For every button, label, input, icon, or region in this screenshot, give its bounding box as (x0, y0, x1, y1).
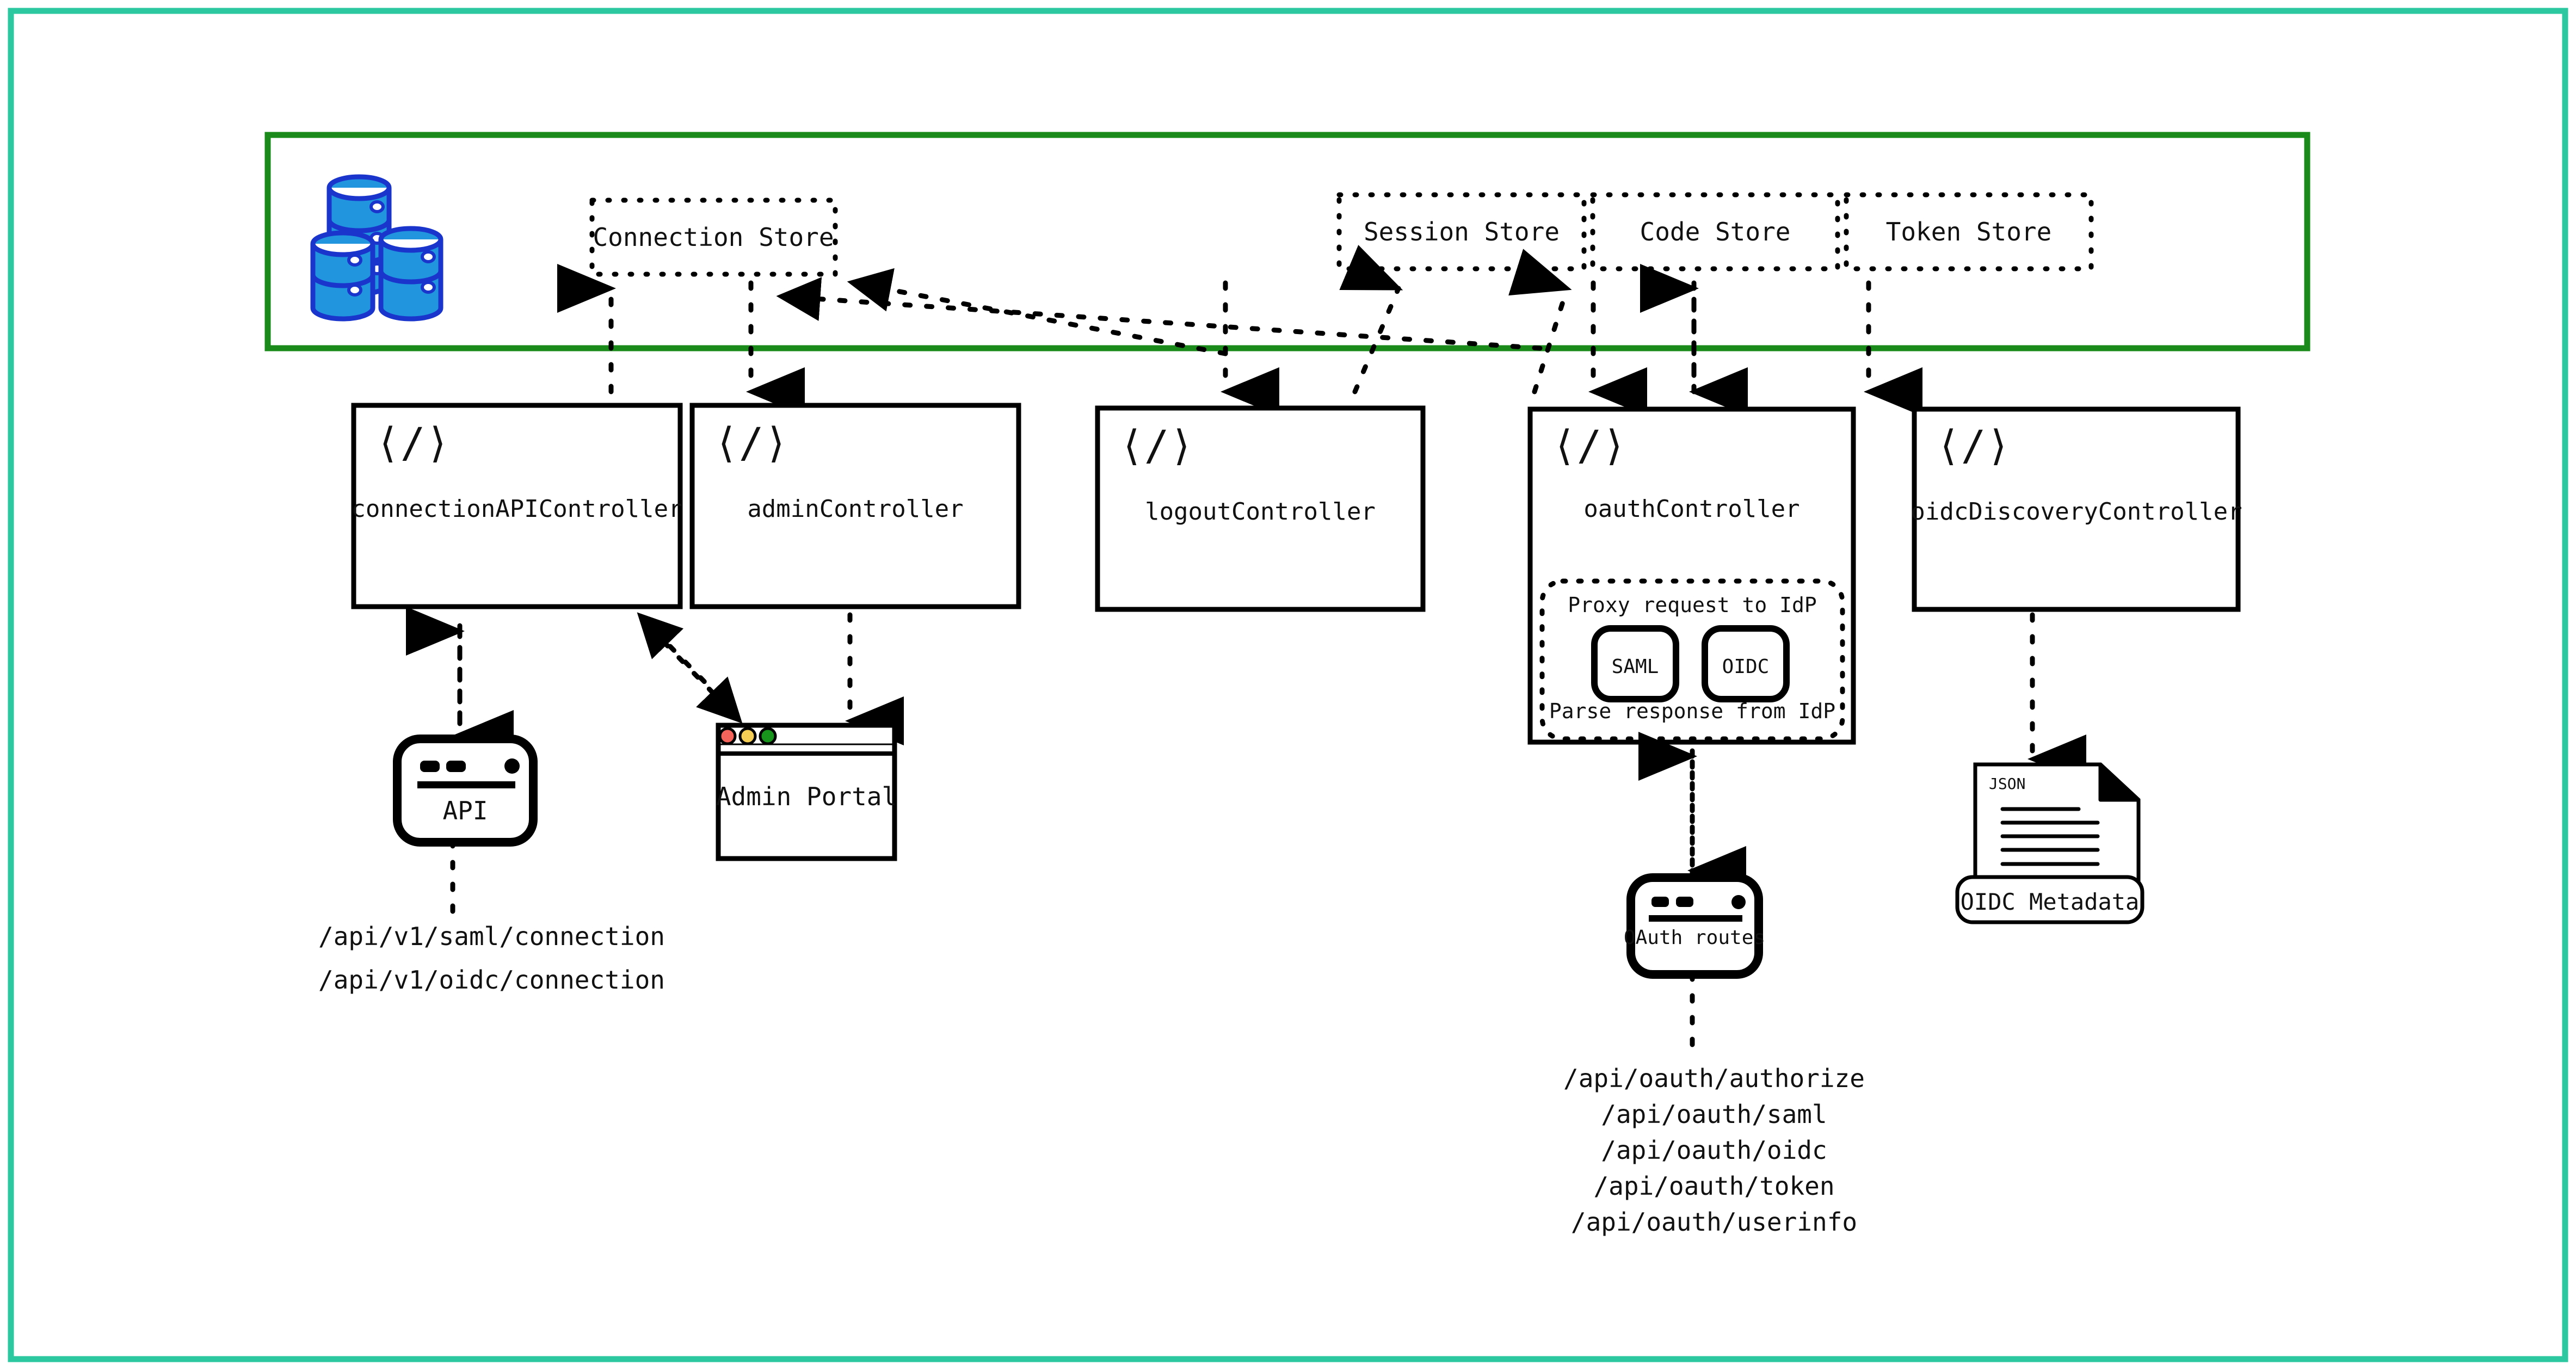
oidc-metadata-label: OIDC Metadata (1961, 888, 2140, 915)
proxy-request-label: Proxy request to IdP (1568, 593, 1817, 617)
code-brackets-icon: ⟨/⟩ (714, 418, 788, 467)
connection-endpoint-list: /api/v1/saml/connection /api/v1/oidc/con… (318, 922, 665, 995)
endpoint-oauth-token: /api/oauth/token (1593, 1171, 1834, 1201)
oauth-controller[interactable]: ⟨/⟩ oauthController Proxy request to IdP… (1527, 406, 1856, 745)
code-brackets-icon: ⟨/⟩ (1552, 421, 1626, 470)
oauth-endpoint-list: /api/oauth/authorize /api/oauth/saml /ap… (1563, 1064, 1865, 1237)
logout-controller[interactable]: ⟨/⟩ logoutController (1095, 405, 1426, 612)
arrow-admin-to-portal (661, 639, 743, 724)
arrow-logout-to-connection-store (847, 268, 1228, 356)
arrow-oauth-to-connection-store (776, 277, 1543, 351)
parse-response-label: Parse response from IdP (1549, 699, 1835, 723)
code-brackets-icon: ⟨/⟩ (375, 418, 450, 467)
oidc-label: OIDC (1722, 656, 1770, 678)
connection-store-label: Connection Store (593, 223, 834, 252)
code-brackets-icon: ⟨/⟩ (1119, 421, 1194, 470)
arrow-oauth-to-session-store (1508, 249, 1572, 394)
admin-portal-node[interactable]: Admin Portal (716, 723, 897, 861)
saml-box[interactable]: SAML (1591, 625, 1679, 702)
endpoint-oidc-connection: /api/v1/oidc/connection (318, 965, 665, 995)
logout-controller-label: logoutController (1145, 498, 1376, 526)
oidc-discovery-controller-label: oidcDiscoveryController (1911, 498, 2242, 526)
endpoint-oauth-saml: /api/oauth/saml (1601, 1100, 1827, 1129)
oidc-metadata-node[interactable]: JSON OIDC Metadata (1955, 762, 2144, 924)
admin-controller[interactable]: ⟨/⟩ adminController (689, 403, 1021, 609)
oidc-discovery-controller[interactable]: ⟨/⟩ oidcDiscoveryController (1911, 406, 2242, 612)
oauth-routes-node[interactable]: OAuth routes (1624, 873, 1765, 979)
arrow-logout-to-session-store (1339, 245, 1403, 394)
connection-api-controller-label: connectionAPIController (351, 495, 682, 523)
admin-controller-label: adminController (747, 495, 963, 523)
endpoint-saml-connection: /api/v1/saml/connection (318, 922, 665, 951)
traffic-light-red (718, 727, 737, 745)
outer-frame (8, 8, 2568, 1362)
connection-api-controller[interactable]: ⟨/⟩ connectionAPIController (351, 403, 683, 609)
saml-label: SAML (1612, 656, 1659, 678)
code-store-label: Code Store (1640, 217, 1791, 246)
connection-store[interactable]: Connection Store (589, 198, 838, 277)
token-store[interactable]: Token Store (1844, 192, 2094, 271)
endpoint-oauth-userinfo: /api/oauth/userinfo (1571, 1207, 1857, 1237)
endpoint-oauth-authorize: /api/oauth/authorize (1563, 1064, 1865, 1093)
traffic-light-green (759, 727, 777, 745)
database-stack-icon (310, 174, 443, 322)
admin-portal-label: Admin Portal (716, 782, 897, 811)
json-doc-label: JSON (1989, 775, 2025, 793)
traffic-light-yellow (738, 727, 757, 745)
api-node-label: API (442, 796, 488, 825)
oauth-controller-label: oauthController (1583, 495, 1799, 523)
oidc-box[interactable]: OIDC (1702, 625, 1790, 702)
arrow-portal-to-admin (637, 612, 737, 715)
oauth-routes-label: OAuth routes (1624, 927, 1765, 949)
token-store-label: Token Store (1886, 217, 2052, 246)
endpoint-oauth-oidc: /api/oauth/oidc (1601, 1136, 1827, 1165)
api-node[interactable]: API (393, 735, 538, 847)
session-store-label: Session Store (1364, 217, 1560, 246)
session-store[interactable]: Session Store (1336, 192, 1587, 271)
code-brackets-icon: ⟨/⟩ (1936, 421, 2011, 470)
code-store[interactable]: Code Store (1590, 192, 1840, 271)
